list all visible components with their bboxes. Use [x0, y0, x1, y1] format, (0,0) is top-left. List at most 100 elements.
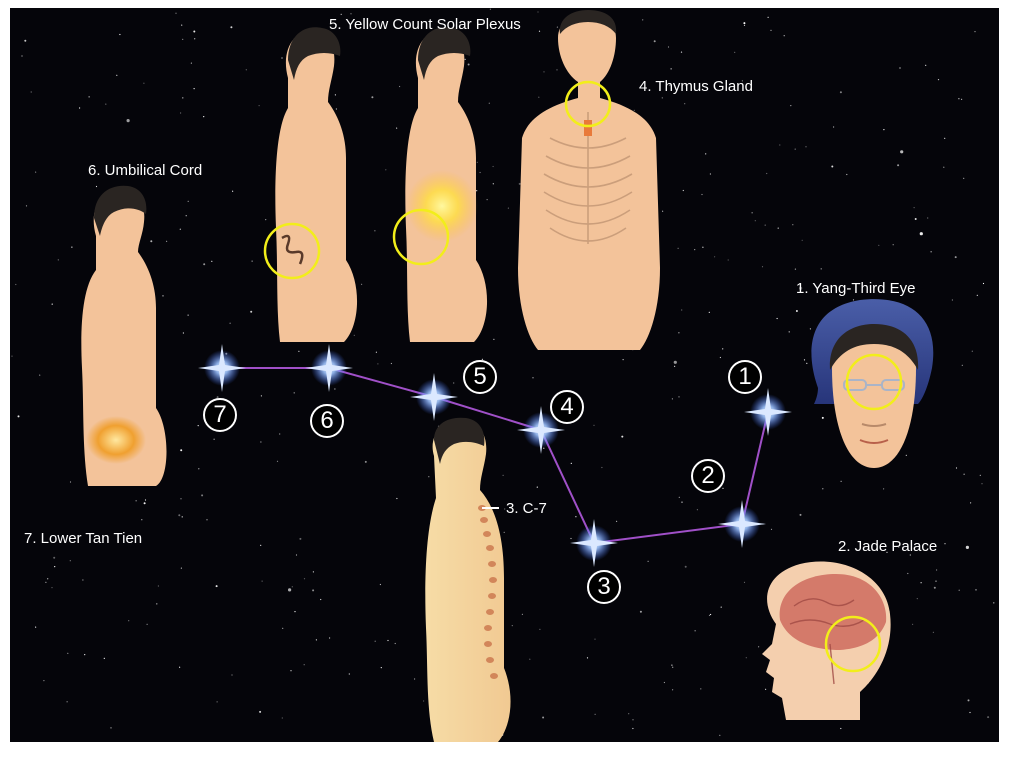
- background-star: [52, 304, 53, 305]
- background-star: [709, 312, 710, 313]
- background-star: [180, 449, 182, 451]
- background-star: [232, 191, 233, 192]
- number-marker-4: 4: [550, 390, 584, 424]
- background-star: [966, 546, 969, 549]
- label-yang-third-eye: 1. Yang-Third Eye: [796, 280, 916, 297]
- background-star: [841, 481, 842, 482]
- background-star: [777, 318, 778, 319]
- background-star: [35, 627, 36, 628]
- star-node-1: [744, 388, 792, 436]
- background-star: [147, 624, 148, 625]
- figure-thymus: [518, 10, 660, 350]
- background-star: [18, 415, 20, 417]
- background-star: [216, 585, 218, 587]
- background-star: [51, 587, 52, 588]
- star-node-7: [198, 344, 246, 392]
- background-star: [145, 499, 146, 500]
- background-star: [671, 68, 672, 69]
- background-star: [127, 119, 130, 122]
- background-star: [806, 363, 807, 364]
- background-star: [883, 488, 884, 489]
- background-star: [181, 568, 182, 569]
- background-star: [150, 240, 152, 242]
- background-star: [784, 35, 785, 36]
- number-marker-7: 7: [203, 398, 237, 432]
- background-star: [188, 315, 189, 316]
- background-star: [800, 514, 802, 516]
- background-star: [504, 532, 505, 533]
- background-star: [158, 585, 159, 586]
- background-star: [709, 615, 710, 616]
- background-star: [710, 173, 711, 174]
- background-star: [312, 589, 314, 591]
- background-star: [349, 673, 350, 674]
- background-star: [387, 640, 388, 641]
- background-star: [399, 86, 400, 87]
- background-star: [304, 578, 305, 579]
- background-star: [144, 502, 146, 504]
- background-star: [846, 174, 847, 175]
- background-star: [110, 727, 111, 728]
- background-star: [810, 328, 811, 329]
- background-star: [719, 735, 720, 736]
- background-star: [203, 263, 205, 265]
- background-star: [765, 225, 766, 226]
- background-star: [179, 667, 180, 668]
- background-star: [70, 560, 71, 561]
- background-star: [556, 69, 557, 70]
- background-star: [796, 310, 798, 312]
- background-star: [664, 682, 665, 683]
- background-star: [959, 590, 960, 591]
- background-star: [542, 717, 544, 719]
- background-star: [721, 607, 722, 608]
- background-star: [700, 688, 701, 689]
- label-thymus-gland: 4. Thymus Gland: [639, 78, 753, 95]
- background-star: [734, 52, 735, 53]
- background-star: [47, 578, 48, 579]
- background-star: [465, 59, 466, 60]
- background-star: [955, 256, 957, 258]
- background-star: [899, 67, 900, 68]
- background-star: [282, 717, 283, 718]
- background-star: [260, 545, 261, 546]
- background-star: [648, 561, 649, 562]
- background-star: [933, 632, 934, 633]
- background-star: [198, 468, 199, 469]
- background-star: [54, 566, 55, 567]
- background-star: [282, 628, 283, 629]
- number-marker-6: 6: [310, 404, 344, 438]
- background-star: [335, 94, 336, 95]
- figure-lower-tan-tien: [81, 186, 166, 486]
- number-marker-5: 5: [463, 360, 497, 394]
- background-star: [575, 516, 576, 517]
- background-star: [539, 629, 540, 630]
- background-star: [543, 71, 544, 72]
- background-star: [281, 57, 282, 58]
- background-star: [188, 201, 189, 202]
- background-star: [921, 582, 922, 583]
- background-star: [537, 487, 538, 488]
- background-star: [493, 339, 494, 340]
- background-star: [595, 714, 596, 715]
- background-star: [79, 107, 80, 108]
- background-star: [744, 582, 745, 583]
- background-star: [512, 625, 513, 626]
- background-star: [768, 17, 769, 18]
- diagram-scene: [10, 8, 999, 742]
- background-star: [970, 502, 971, 503]
- background-star: [21, 55, 22, 56]
- background-star: [371, 96, 373, 98]
- background-star: [89, 96, 90, 97]
- background-star: [833, 126, 834, 127]
- background-star: [377, 363, 378, 364]
- background-star: [508, 208, 509, 209]
- background-star: [601, 467, 602, 468]
- background-star: [182, 97, 183, 98]
- background-star: [701, 194, 702, 195]
- background-star: [279, 433, 280, 434]
- background-star: [374, 230, 375, 231]
- background-star: [623, 359, 624, 360]
- background-star: [468, 64, 470, 66]
- background-star: [26, 205, 27, 206]
- background-star: [35, 172, 36, 173]
